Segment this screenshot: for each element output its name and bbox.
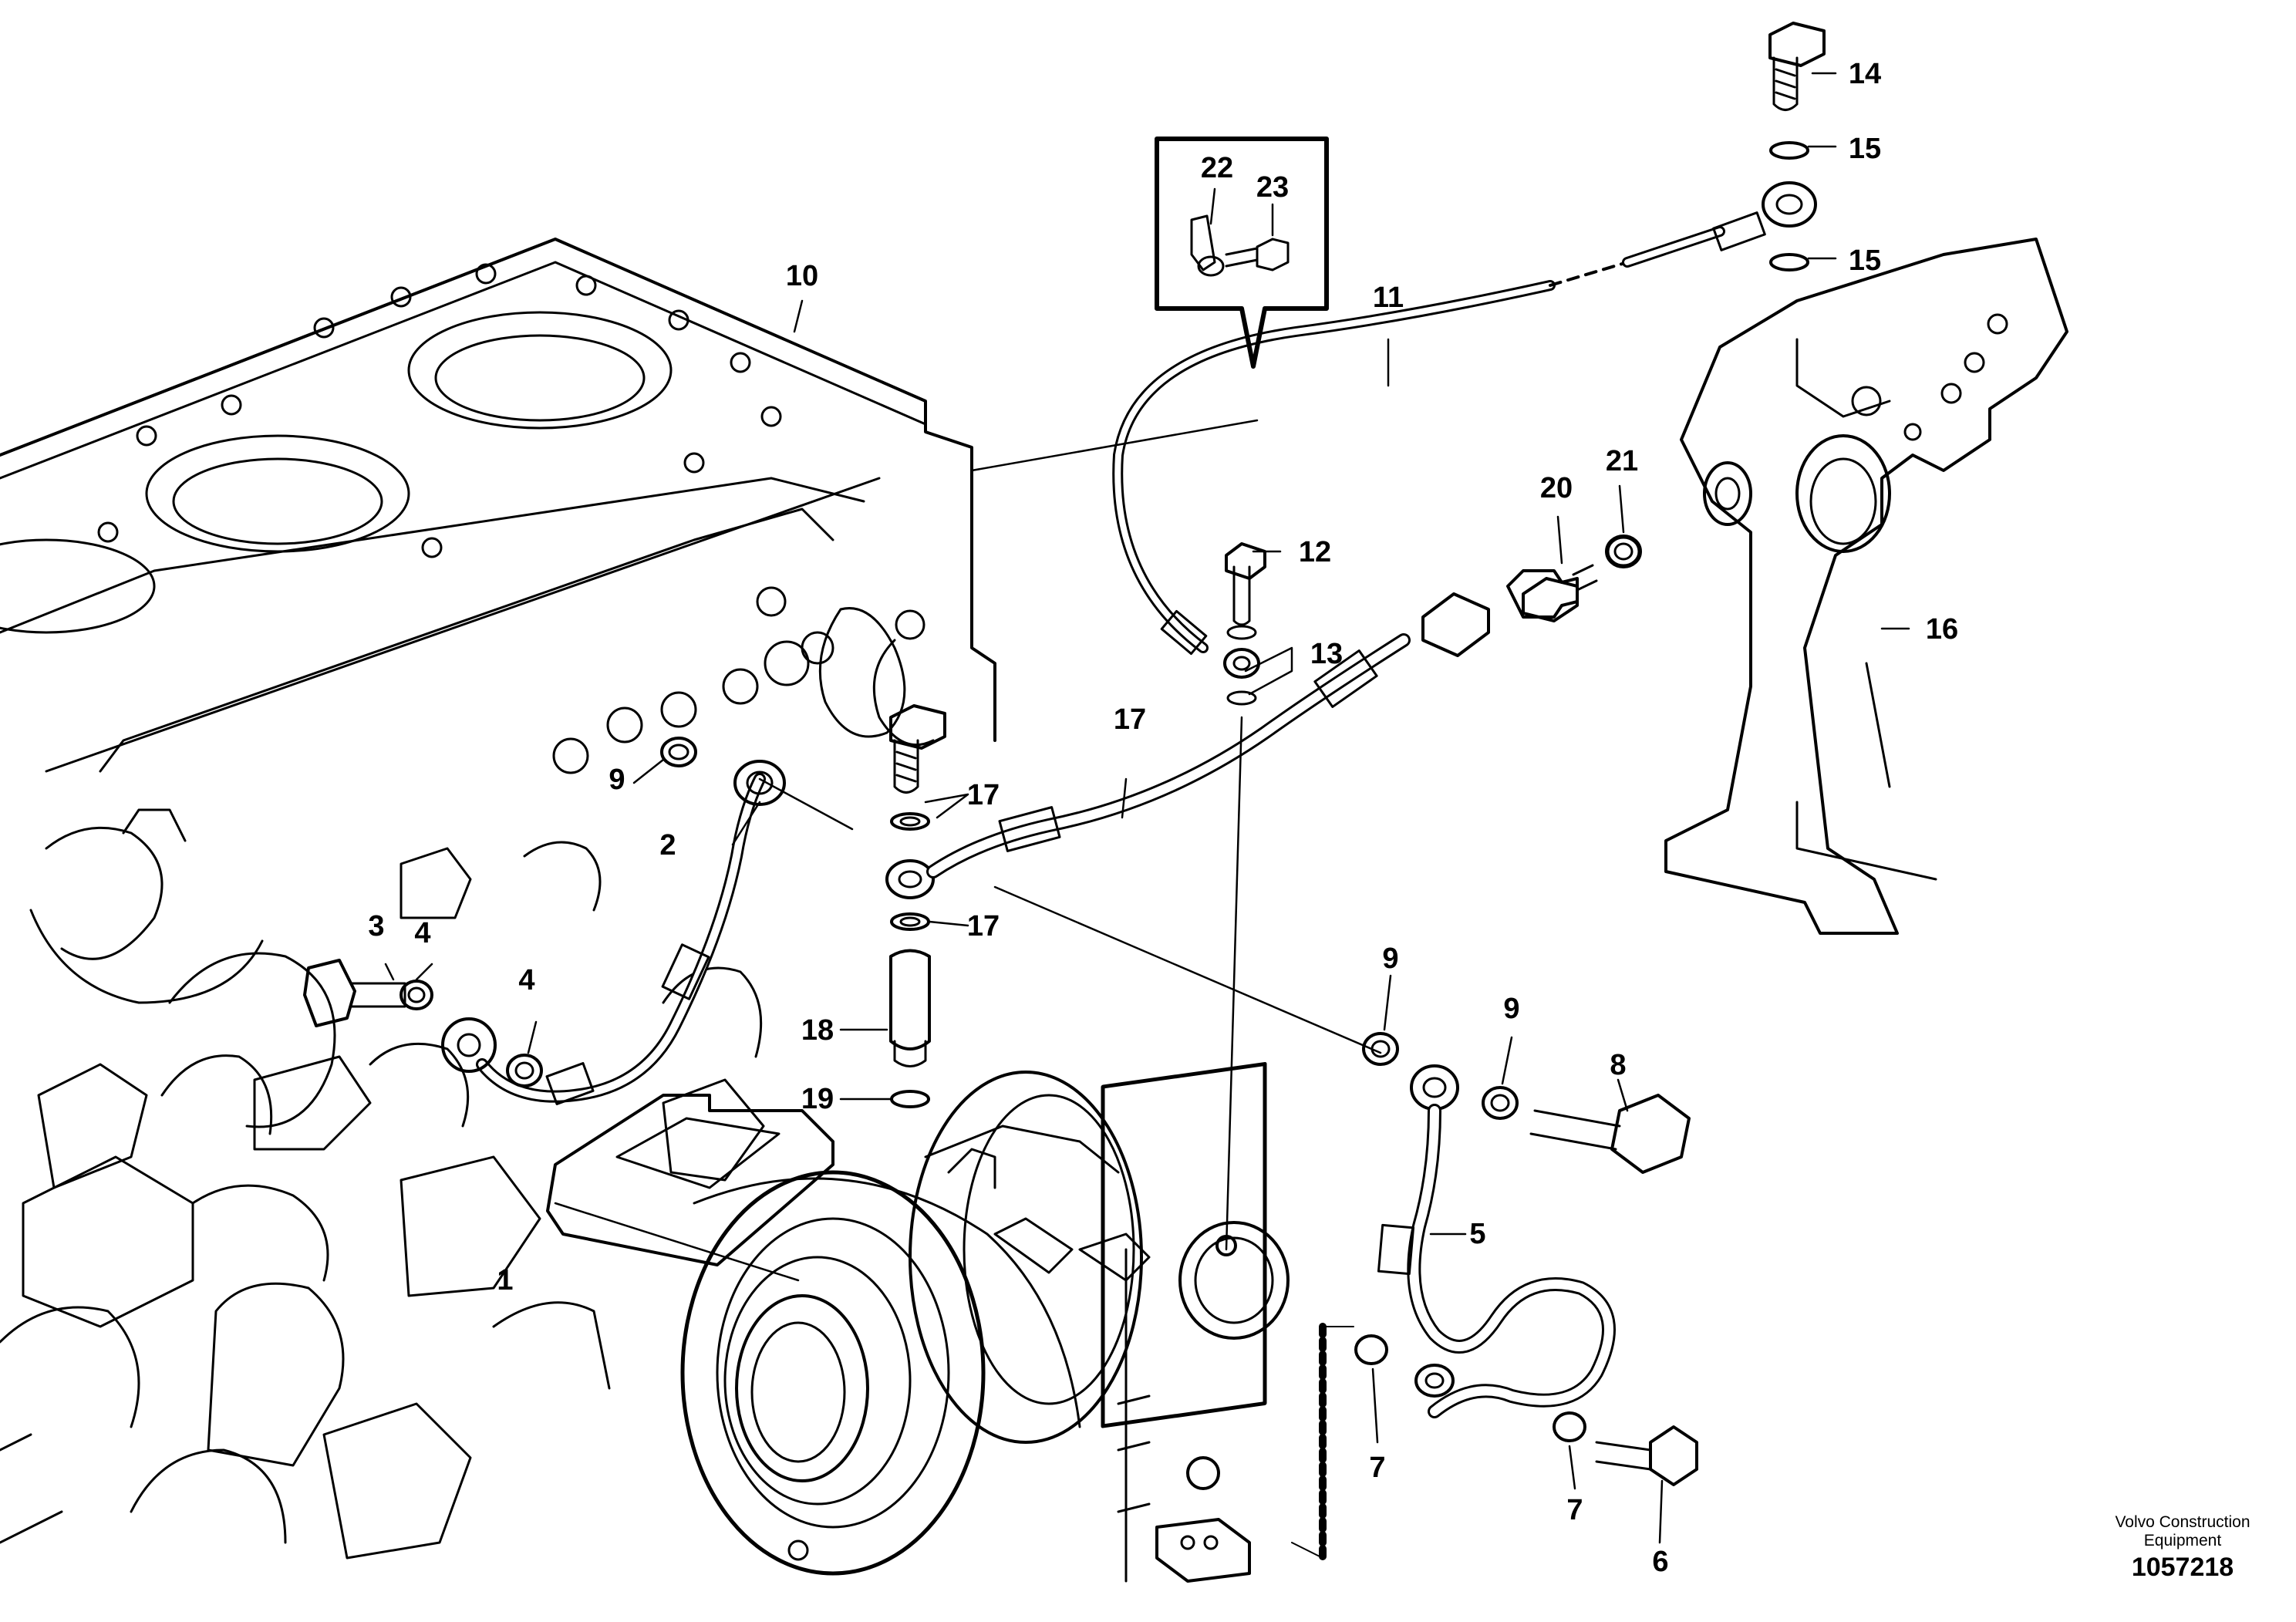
- detail-box: [1155, 137, 1329, 369]
- callout-9a: 9: [609, 764, 625, 796]
- hose-17: [926, 534, 1642, 878]
- callout-15a: 15: [1849, 133, 1881, 165]
- callout-labels: 1 2 3 4 4 5 6 7 7 8 9 9 9 10 11 12 13 14…: [368, 58, 1958, 1578]
- callout-4a: 4: [414, 917, 430, 949]
- callout-9b: 9: [1382, 943, 1398, 975]
- credit-company-line2: Equipment: [2143, 1532, 2222, 1549]
- housing-16: [1664, 238, 2068, 935]
- callout-14: 14: [1849, 58, 1881, 90]
- callout-4b: 4: [518, 964, 534, 996]
- callout-17c: 17: [967, 910, 1000, 943]
- oil-return-pipe-5: [1377, 1064, 1616, 1418]
- callout-1: 1: [497, 1264, 513, 1297]
- upper-fasteners: [303, 737, 697, 1088]
- callout-20: 20: [1540, 472, 1573, 504]
- callout-3: 3: [368, 910, 384, 943]
- callout-18: 18: [801, 1014, 834, 1047]
- callout-17b: 17: [967, 779, 1000, 811]
- adapter-20: [1506, 536, 1640, 619]
- callout-19: 19: [801, 1083, 834, 1115]
- engine-block: [0, 238, 996, 1560]
- callout-7a: 7: [1369, 1452, 1385, 1484]
- callout-7b: 7: [1566, 1494, 1583, 1526]
- callout-8: 8: [1610, 1049, 1626, 1081]
- callout-9c: 9: [1503, 993, 1519, 1025]
- leader-lines: [384, 72, 1910, 1544]
- turbocharger: [546, 1061, 1290, 1583]
- callout-6: 6: [1652, 1546, 1668, 1578]
- credit-company: Volvo Construction: [2115, 1513, 2250, 1531]
- callout-21: 21: [1606, 445, 1638, 477]
- oil-pipe-2: [476, 760, 786, 1105]
- callout-12: 12: [1299, 536, 1331, 568]
- callout-16: 16: [1926, 613, 1958, 646]
- callout-13: 13: [1310, 638, 1343, 670]
- banjo-stack-14: [1762, 22, 1826, 271]
- callout-15b: 15: [1849, 244, 1881, 277]
- callout-2: 2: [659, 829, 676, 862]
- callout-22: 22: [1201, 152, 1233, 184]
- callout-11: 11: [1373, 282, 1404, 314]
- pipe-11: [1112, 211, 1766, 706]
- drawing-number: 1057218: [2131, 1553, 2234, 1582]
- callout-5: 5: [1469, 1218, 1485, 1250]
- callout-17a: 17: [1114, 703, 1146, 736]
- lower-fasteners: [1354, 1032, 1698, 1486]
- callout-10: 10: [786, 260, 818, 292]
- banjo-stack-17: [885, 704, 946, 1108]
- callout-23: 23: [1256, 171, 1289, 204]
